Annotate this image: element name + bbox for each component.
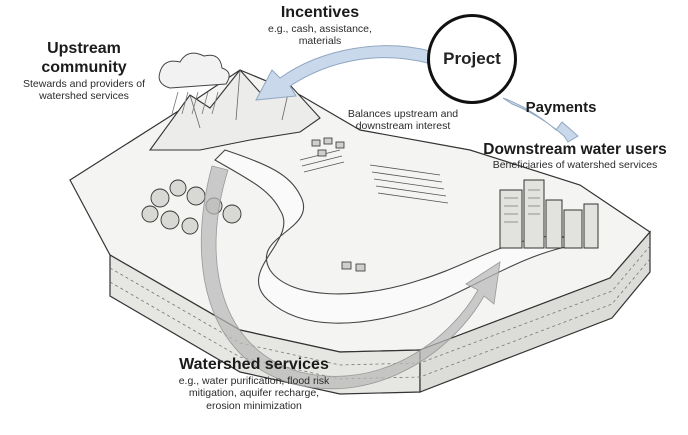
watershed-services-arrow: [200, 165, 501, 390]
incentives-arrow: [255, 45, 435, 101]
incentives-line-2: materials: [298, 35, 342, 48]
upstream-title-line-1: Upstream: [47, 40, 121, 57]
watershed-services-label: Watershed services e.g., water purificat…: [154, 356, 354, 412]
upstream-label: Upstream community Stewards and provider…: [0, 40, 170, 103]
project-label: Project: [443, 49, 501, 68]
downstream-title: Downstream water users: [483, 141, 667, 158]
balance-line-1: Balances upstream and: [347, 108, 459, 120]
balance-label: Balances upstream and downstream interes…: [328, 108, 478, 133]
city-buildings: [499, 179, 599, 249]
upstream-title-line-2: community: [41, 58, 127, 76]
strata-lines: [109, 245, 651, 380]
services-title: Watershed services: [179, 356, 329, 373]
downstream-line-1: Beneficiaries of watershed services: [492, 159, 658, 172]
upstream-line-2: watershed services: [39, 90, 129, 103]
village: [311, 137, 366, 272]
incentives-label: Incentives e.g., cash, assistance, mater…: [240, 4, 400, 48]
incentives-title: Incentives: [280, 4, 360, 21]
services-line-2: mitigation, aquifer recharge,: [188, 387, 320, 400]
upstream-line-1: Stewards and providers of: [23, 77, 145, 90]
services-line-1: e.g., water purification, flood risk: [178, 374, 330, 387]
payments-label: Payments: [506, 99, 616, 117]
balance-line-2: downstream interest: [355, 120, 451, 133]
downstream-label: Downstream water users Beneficiaries of …: [468, 141, 682, 172]
project-node: Project: [427, 14, 517, 104]
payments-arrow: [502, 97, 579, 143]
payments-title: Payments: [525, 99, 597, 116]
terrain-right-face: [419, 230, 651, 393]
incentives-line-1: e.g., cash, assistance,: [268, 22, 372, 35]
services-line-3: erosion minimization: [206, 399, 302, 412]
rain-lines: [171, 91, 219, 115]
rain-cloud: [158, 52, 230, 89]
